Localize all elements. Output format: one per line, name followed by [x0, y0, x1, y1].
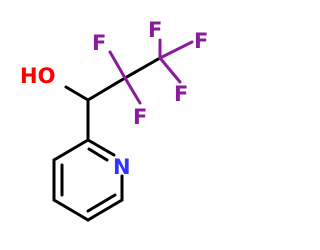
hydroxyl-label: HO — [20, 64, 55, 88]
bond-cf3-f-right — [158, 40, 194, 60]
ring-bond-n-c2 — [86, 138, 116, 157]
bond-cf2-f-upper — [108, 50, 127, 80]
fluorine-label-cf3-top: F — [148, 18, 162, 42]
ring-bond-c4-c5 — [52, 198, 90, 222]
bond-cf2-f-lower — [123, 76, 142, 105]
bond-carbinol-oxygen — [64, 85, 90, 102]
bond-carbinol-cf2 — [86, 76, 127, 102]
ring-bond-c5-c6 — [86, 198, 124, 222]
ring-bond-c2-c3 — [52, 138, 90, 162]
chemical-structure: HO N F F F F F — [20, 18, 208, 222]
nitrogen-label: N — [113, 155, 131, 179]
fluorine-label-cf2-lower: F — [133, 105, 147, 129]
fluorine-label-cf3-lower: F — [174, 82, 188, 106]
bond-cf2-cf3 — [123, 56, 162, 80]
ring-inner-bond-c5-c6 — [86, 193, 117, 213]
fluorine-label-cf3-right: F — [194, 29, 208, 53]
ring-inner-bond-n-c2 — [87, 147, 109, 162]
bond-cf3-f-lower — [158, 56, 182, 84]
fluorine-label-cf2-upper: F — [92, 31, 106, 55]
